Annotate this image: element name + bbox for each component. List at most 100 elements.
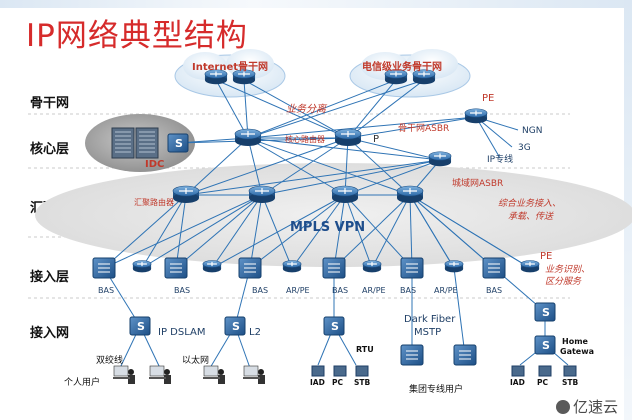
access-label: BAS [332, 286, 348, 295]
access-label: AR/PE [286, 286, 310, 295]
access-label: BAS [174, 286, 190, 295]
slide-top-band [0, 0, 632, 8]
stb-icon: STB [354, 365, 371, 387]
access-bas-device [238, 257, 262, 279]
watermark: 亿速云 [555, 396, 618, 417]
access-label: BAS [98, 286, 114, 295]
access-label: AR/PE [362, 286, 386, 295]
aggregation-router [172, 185, 200, 203]
layer-label-core: 核心层 [30, 142, 70, 157]
ethernet-label: 以太网 [182, 354, 209, 366]
svg-text:S: S [542, 339, 550, 352]
ip-dslam-icon: S [129, 316, 151, 336]
pc-icon: PC [537, 365, 552, 387]
ip-private-label: IP专线 [487, 153, 513, 165]
access-label: BAS [252, 286, 268, 295]
rtu-icon: S [323, 316, 345, 336]
user-computer-icon [243, 365, 265, 384]
mpls-vpn-label: MPLS VPN [290, 220, 365, 235]
access-router [444, 260, 464, 273]
telecom-cloud [349, 49, 471, 98]
svg-text:S: S [137, 320, 145, 333]
access-router [520, 260, 540, 273]
access-pe-label: PE [540, 251, 552, 262]
group-users-label: 集团专线用户 [409, 383, 463, 395]
svg-text:S: S [542, 306, 550, 319]
mstp-device-icon [400, 344, 424, 366]
access-bas-device [164, 257, 188, 279]
core-router-label: 核心路由器 [285, 134, 325, 144]
ip-dslam-label: IP DSLAM [158, 327, 205, 338]
access-label: BAS [400, 286, 416, 295]
endpoint-label: STB [562, 378, 579, 387]
personal-users-label: 个人用户 [64, 376, 100, 388]
pe-note-2: 区分服务 [545, 276, 582, 287]
metro-asbr-router [428, 151, 452, 167]
aggregation-router [396, 185, 424, 203]
internet-cloud-label: Internet骨干网 [192, 61, 268, 73]
watermark-text: 亿速云 [572, 398, 618, 416]
svg-text:S: S [175, 137, 183, 150]
mstp-device-icon [453, 344, 477, 366]
core-router-right [334, 128, 362, 146]
stb-icon: STB [562, 365, 579, 387]
core-router-left [234, 128, 262, 146]
integrated-access-note-2: 承载、传送 [508, 211, 554, 222]
agg-router-label: 汇聚路由器 [134, 197, 174, 207]
home-gateway-label-1: Home [562, 337, 589, 346]
access-router [282, 260, 302, 273]
endpoint-label: STB [354, 378, 371, 387]
twisted-pair-label: 双绞线 [96, 354, 123, 366]
idc-server-icon [111, 127, 135, 159]
dark-fiber-label: Dark Fiber [404, 314, 456, 325]
3g-label: 3G [518, 143, 531, 153]
p-label: P [373, 134, 379, 145]
access-router [132, 260, 152, 273]
pe-router [464, 108, 488, 124]
access-label: BAS [486, 286, 502, 295]
svg-text:S: S [331, 320, 339, 333]
rtu-label: RTU [356, 345, 374, 354]
integrated-access-note-1: 综合业务接入、 [498, 198, 561, 209]
l2-switch-icon: S [224, 316, 246, 336]
aggregation-router [248, 185, 276, 203]
idc-label: IDC [145, 159, 164, 170]
watermark-logo-icon [555, 400, 570, 414]
user-computer-icon [113, 365, 135, 384]
idc-switch-icon: S [167, 133, 189, 153]
ngn-label: NGN [522, 126, 542, 136]
endpoint-label: PC [537, 378, 548, 387]
access-router [202, 260, 222, 273]
access-bas-device [400, 257, 424, 279]
pc-icon: PC [332, 365, 347, 387]
access-bas-device [482, 257, 506, 279]
internet-cloud [174, 49, 286, 98]
access-label: AR/PE [434, 286, 458, 295]
mstp-label: MSTP [414, 327, 441, 338]
endpoint-label: IAD [310, 378, 325, 387]
layer-label-backbone: 骨干网 [30, 96, 70, 111]
cloud-router [204, 69, 228, 85]
l2-label: L2 [249, 327, 261, 338]
cloud-router [232, 69, 256, 85]
pe-label: PE [482, 93, 494, 104]
idc-server-icon [135, 127, 159, 159]
home-switch-icon: S [534, 302, 556, 322]
svg-text:S: S [232, 320, 240, 333]
endpoint-label: PC [332, 378, 343, 387]
access-bas-device [322, 257, 346, 279]
layer-label-access-layer: 接入层 [30, 270, 70, 285]
iad-icon: IAD [510, 365, 525, 387]
telecom-cloud-label: 电信级业务骨干网 [362, 60, 442, 73]
endpoint-label: IAD [510, 378, 525, 387]
user-computer-icon [203, 365, 225, 384]
access-router [362, 260, 382, 273]
aggregation-router [331, 185, 359, 203]
slide-title: IP网络典型结构 [26, 18, 248, 54]
cloud-router [412, 69, 436, 85]
service-split-label: 业务分离 [286, 103, 328, 115]
cloud-router [384, 69, 408, 85]
pe-note-1: 业务识别、 [545, 264, 590, 275]
